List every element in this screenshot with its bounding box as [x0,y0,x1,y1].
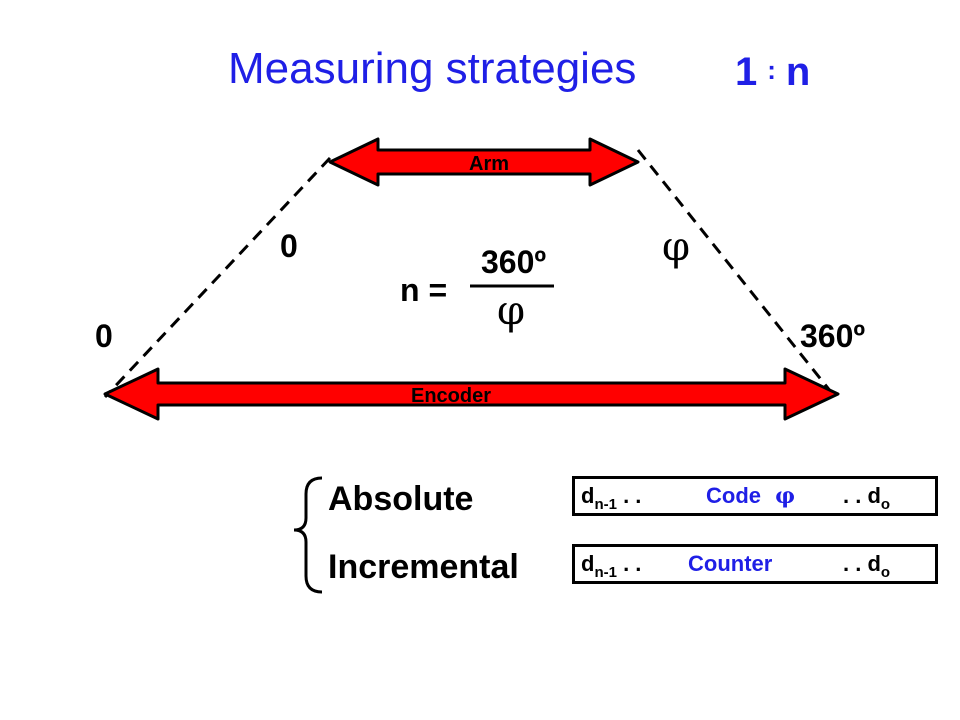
arm-end-angle: φ [662,224,691,270]
register-lsb: . . do [843,483,891,513]
encoder-arrow [103,367,840,421]
encoder-end-angle: 360º [800,318,866,354]
incremental-register: dn-1 . . Counter . . do [572,544,938,584]
curly-brace [293,476,323,594]
formula-denominator: φ [497,288,526,334]
ratio-separator: : [767,55,776,85]
register-msb: dn-1 . . [581,551,642,581]
formula-lhs: n = [400,272,448,308]
arm-label: Arm [469,153,510,175]
left-dashed-line [103,156,332,399]
register-lsb: . . do [843,551,891,581]
register-code-content: Code φ [706,483,796,509]
right-dashed-line [636,149,837,398]
phi-symbol: φ [775,483,796,509]
formula-numerator: 360º [481,244,547,280]
register-msb: dn-1 . . [581,483,642,513]
absolute-label: Absolute [328,480,474,518]
absolute-register: dn-1 . . Code φ . . do [572,476,938,516]
register-counter-content: Counter [688,551,773,576]
ratio-left: 1 [735,50,758,94]
page-title: Measuring strategies [228,44,637,93]
incremental-label: Incremental [328,548,519,586]
arm-start-angle: 0 [280,228,298,264]
arm-arrow [328,137,640,187]
ratio-label: 1: n [735,50,810,95]
encoder-label: Encoder [411,385,492,407]
encoder-start-angle: 0 [95,318,113,354]
ratio-right: n [785,50,811,94]
